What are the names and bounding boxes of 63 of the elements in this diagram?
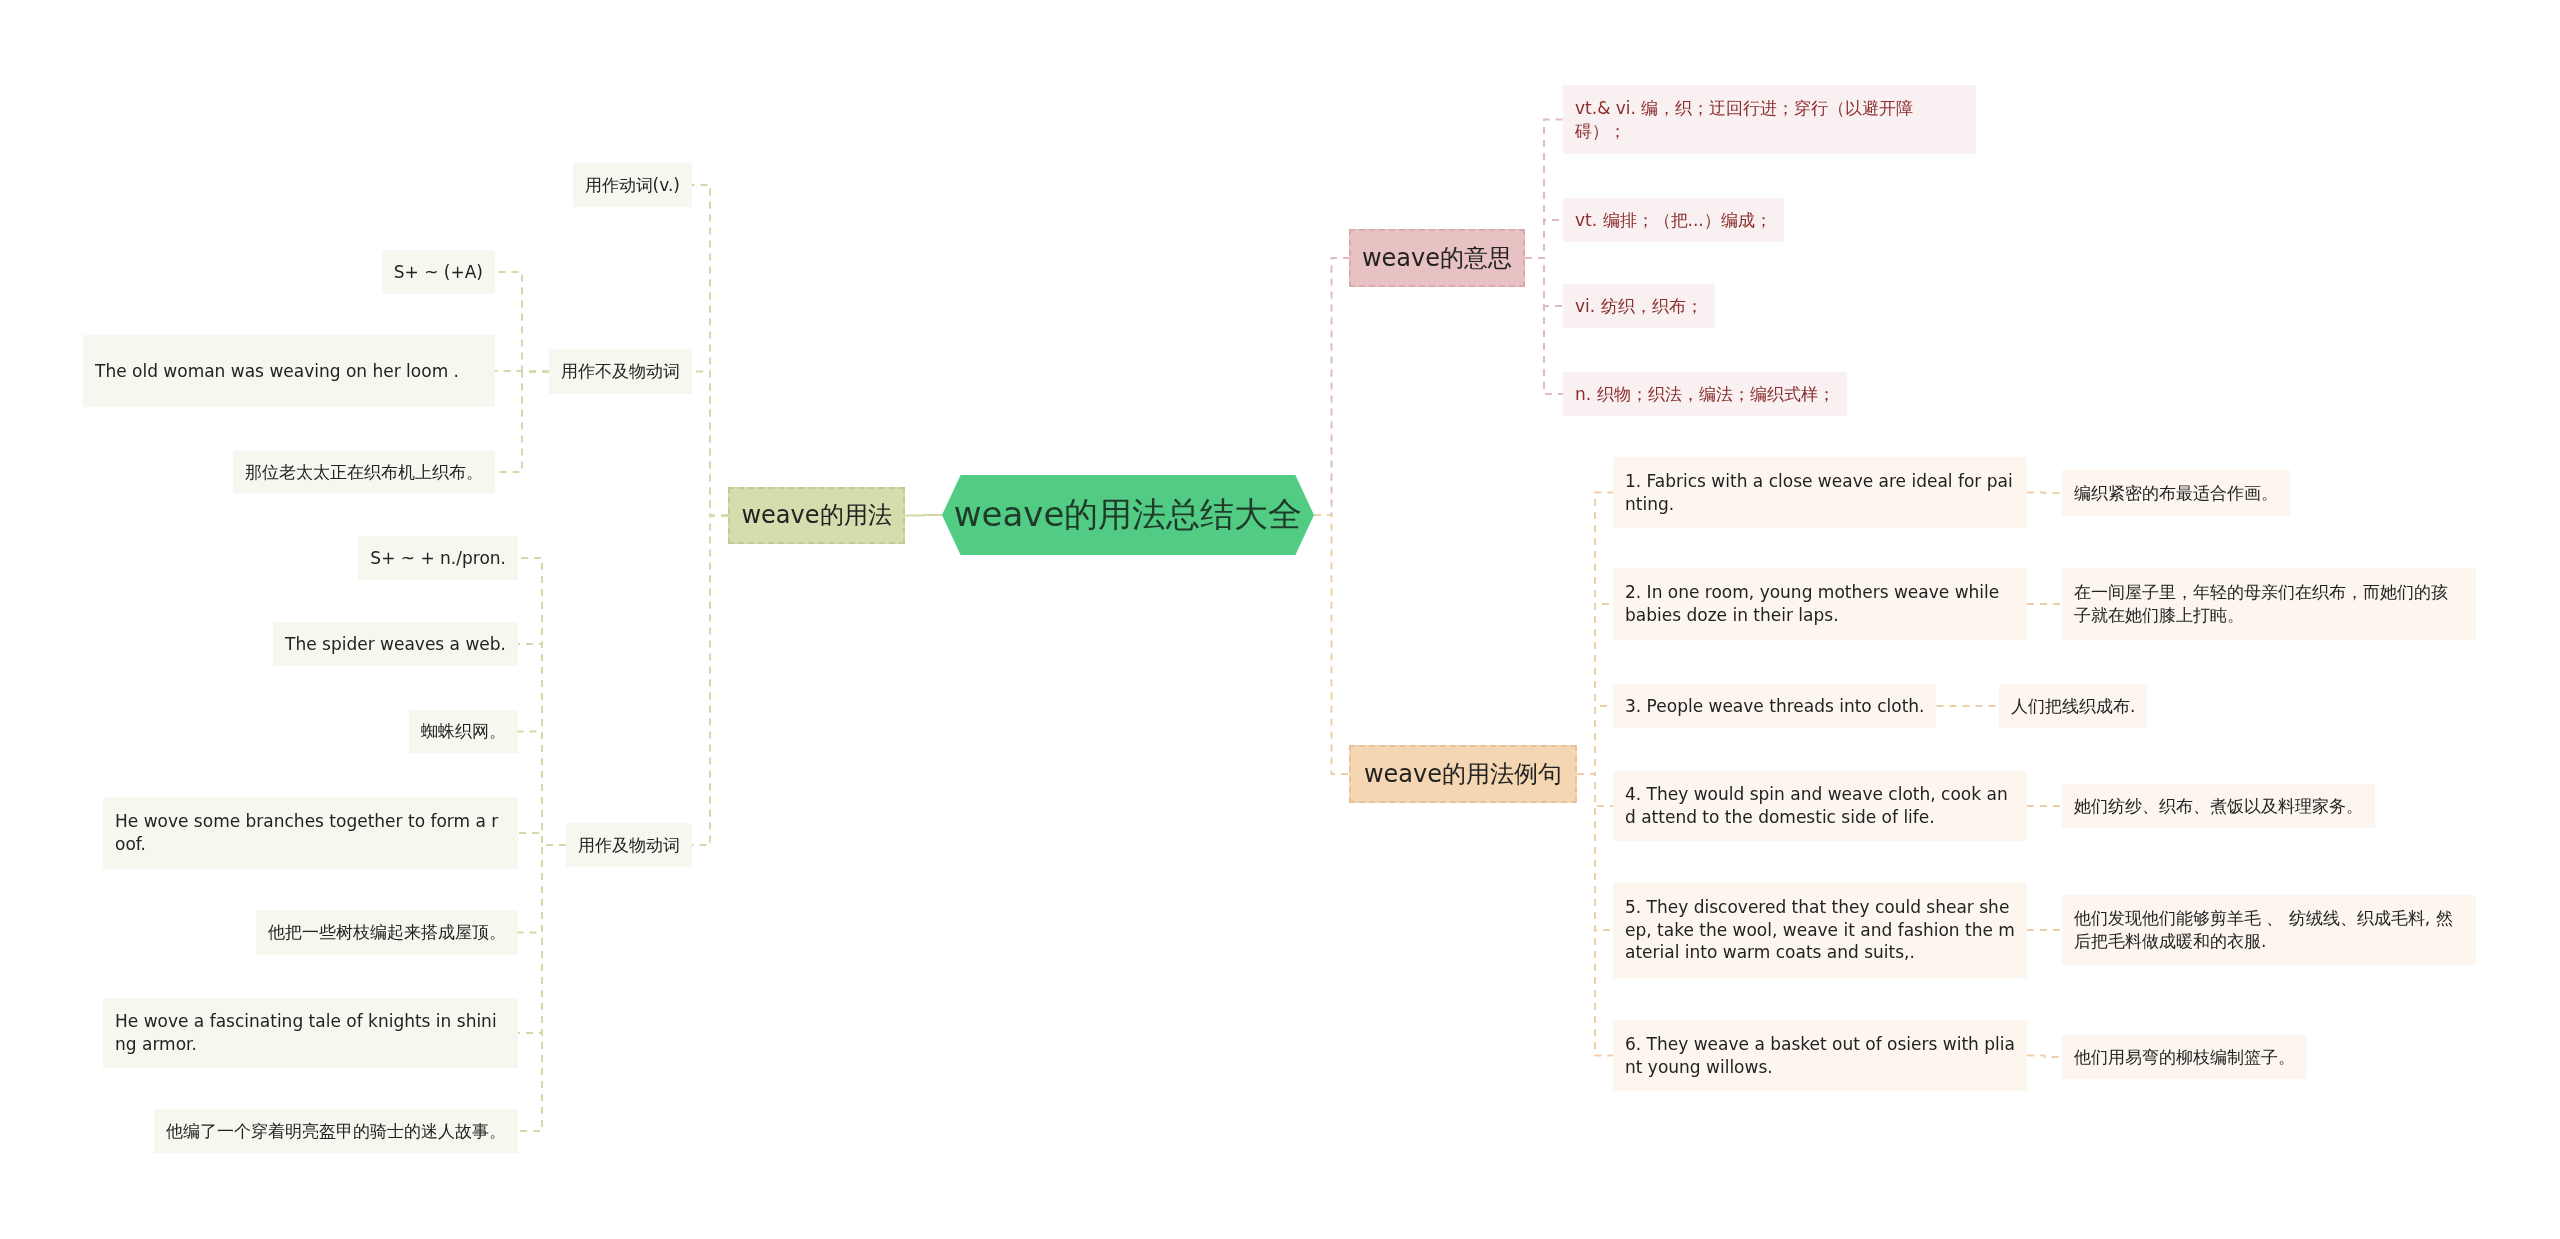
subtopic-text: 他把一些树枝编起来搭成屋顶。 [268, 921, 506, 944]
subtopic-text: The old woman was weaving on her loom . [95, 359, 459, 383]
subtopic-text: 5. They discovered that they could shear sheep, take the wool, weave it and fashion the material into warm coats and suits,. [1625, 895, 2015, 965]
subtopic-text: He wove some branches together to form a roof. [115, 810, 500, 856]
subtopic-text: n. 织物；织法，编法；编织式样； [1575, 382, 1835, 406]
subtopic-text: 4. They would spin and weave cloth, cook and attend to the domestic side of life. [1625, 783, 2009, 829]
subtopic-box [1613, 882, 2027, 978]
subtopic-text: 2. In one room, young mothers weave while babies doze in their laps. [1625, 581, 2001, 627]
subtopic-text: vi. 纺织，织布； [1575, 294, 1703, 318]
subtopic-text: 蜘蛛织网。 [421, 720, 506, 743]
connector-line [2026, 929, 2063, 931]
subtopic-text: 3. People weave threads into cloth. [1625, 694, 1925, 718]
branch-topic-text: weave的用法例句 [1363, 758, 1563, 790]
subtopic-text: S+ ~ (+A) [393, 260, 483, 284]
subtopic-text: 他们用易弯的柳枝编制篮子。 [2074, 1045, 2295, 1069]
subtopic-text: 他编了一个穿着明亮盔甲的骑士的迷人故事。 [166, 1119, 506, 1143]
subtopic-text: 1. Fabrics with a close weave are ideal for painting. [1625, 469, 2014, 516]
subtopic-box [1613, 771, 2027, 841]
subtopic-text: 6. They weave a basket out of osiers with pliant young willows. [1625, 1032, 2015, 1079]
connector-line [2026, 805, 2063, 807]
subtopic-box [273, 622, 518, 666]
subtopic-text: vt.& vi. 编，织；迂回行进；穿行（以避开障碍）； [1575, 96, 1915, 143]
subtopic-text: He wove a fascinating tale of knights in shining armor. [115, 1010, 498, 1056]
connector-line [1313, 514, 1350, 775]
subtopic-text: vt. 编排；（把...）编成； [1575, 208, 1772, 232]
subtopic-text: 用作及物动词 [578, 833, 680, 857]
subtopic-text: 那位老太太正在织布机上织布。 [245, 460, 483, 484]
subtopic-text: 他们发现他们能够剪羊毛 、 纺绒线、织成毛料, 然后把毛料做成暖和的衣服. [2074, 907, 2454, 953]
branch-topic-box [1349, 745, 1577, 803]
connector-line [1576, 773, 1614, 1057]
subtopic-box [103, 797, 518, 869]
subtopic-text: 编织紧密的布最适合作画。 [2074, 481, 2278, 505]
subtopic-box [256, 910, 518, 955]
subtopic-box [1563, 284, 1715, 328]
connector-line [2026, 603, 2063, 605]
subtopic-box [1563, 85, 1976, 154]
central-topic-text: weave的用法总结大全 [953, 493, 1303, 537]
branch-topic-text: weave的用法 [741, 500, 892, 532]
subtopic-box [1613, 568, 2027, 640]
subtopic-text: 用作动词(v.) [584, 173, 680, 197]
subtopic-text: 用作不及物动词 [561, 360, 680, 383]
subtopic-box [409, 710, 518, 753]
subtopic-text: 人们把线织成布. [2011, 694, 2136, 718]
branch-topic-box [1349, 229, 1525, 287]
connector-line [1524, 257, 1564, 395]
subtopic-box [1613, 457, 2027, 528]
subtopic-box [1613, 1020, 2027, 1091]
subtopic-text: S+ ~ + n./pron. [370, 546, 506, 570]
subtopic-box [572, 163, 692, 207]
subtopic-text: The spider weaves a web. [285, 632, 506, 656]
subtopic-box [83, 335, 495, 407]
subtopic-box [566, 823, 692, 867]
branch-topic-box [728, 487, 905, 544]
subtopic-box [549, 349, 692, 394]
subtopic-box [103, 998, 518, 1068]
subtopic-text: 在一间屋子里，年轻的母亲们在织布，而她们的孩子就在她们膝上打盹。 [2074, 581, 2449, 627]
subtopic-text: 她们纺纱、织布、煮饭以及料理家务。 [2074, 794, 2363, 818]
subtopic-box [1563, 372, 1847, 416]
connector-line [517, 844, 567, 1132]
branch-topic-text: weave的意思 [1361, 242, 1513, 274]
subtopic-box [1613, 684, 1937, 728]
connector-line [2026, 491, 2063, 494]
connector-line [904, 514, 943, 517]
